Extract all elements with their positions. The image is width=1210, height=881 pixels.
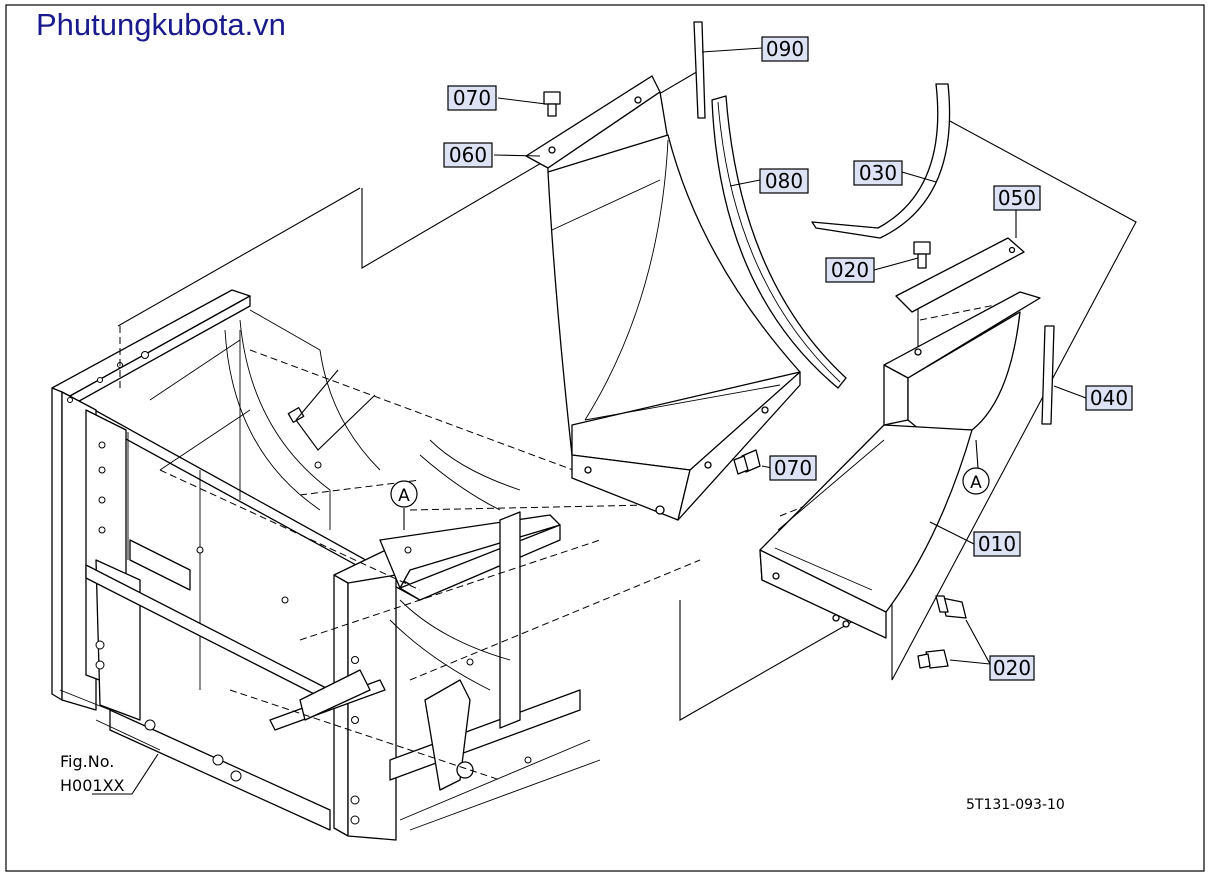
callout-020-lower: 020 [989, 655, 1035, 681]
strip-040 [1041, 325, 1055, 425]
svg-text:070: 070 [453, 86, 491, 110]
svg-text:050: 050 [998, 186, 1036, 210]
frame-assembly [51, 289, 601, 841]
svg-text:Fig.No.: Fig.No. [60, 752, 114, 771]
callout-080: 080 [759, 168, 809, 194]
svg-text:020: 020 [993, 656, 1031, 680]
svg-text:020: 020 [831, 258, 869, 282]
svg-text:070: 070 [774, 456, 812, 480]
bolt-020-middle [935, 595, 967, 619]
bolt-070-upper [543, 91, 561, 117]
callout-010: 010 [973, 531, 1021, 557]
bolt-020-lower [917, 649, 949, 669]
seal-030 [811, 83, 951, 239]
drawing-frame [5, 4, 1205, 872]
callout-070-lower: 070 [769, 455, 817, 481]
callout-030: 030 [853, 160, 903, 186]
svg-text:010: 010 [978, 532, 1016, 556]
callout-050: 050 [993, 185, 1041, 211]
svg-text:090: 090 [766, 37, 804, 61]
svg-text:A: A [398, 486, 410, 506]
callout-070-upper: 070 [447, 85, 497, 111]
svg-text:080: 080 [765, 169, 803, 193]
svg-text:060: 060 [449, 143, 487, 167]
callout-060: 060 [443, 142, 493, 168]
lower-shroud [759, 291, 1041, 639]
bracket-050 [895, 237, 1025, 313]
svg-text:030: 030 [859, 161, 897, 185]
figure-reference: Fig.No. H001XX [60, 752, 125, 795]
svg-text:H001XX: H001XX [60, 776, 125, 795]
watermark-text: Phutungkubota.vn [36, 7, 286, 42]
reference-mark-a-left: A [390, 480, 418, 508]
drawing-code: 5T131-093-10 [966, 797, 1065, 813]
leader-lines [92, 47, 1087, 795]
bolt-020-upper [913, 241, 931, 269]
rubber-strip-090 [693, 21, 706, 119]
reference-mark-a-right: A [962, 467, 990, 495]
callout-020-upper: 020 [825, 257, 875, 283]
svg-text:A: A [970, 473, 982, 493]
bolt-070-lower [733, 449, 761, 475]
curved-seal-080 [711, 95, 847, 389]
upper-shroud [525, 75, 801, 521]
phantom-lines [117, 69, 1137, 781]
callout-040: 040 [1085, 385, 1133, 411]
svg-text:040: 040 [1090, 386, 1128, 410]
callout-090: 090 [761, 36, 809, 62]
